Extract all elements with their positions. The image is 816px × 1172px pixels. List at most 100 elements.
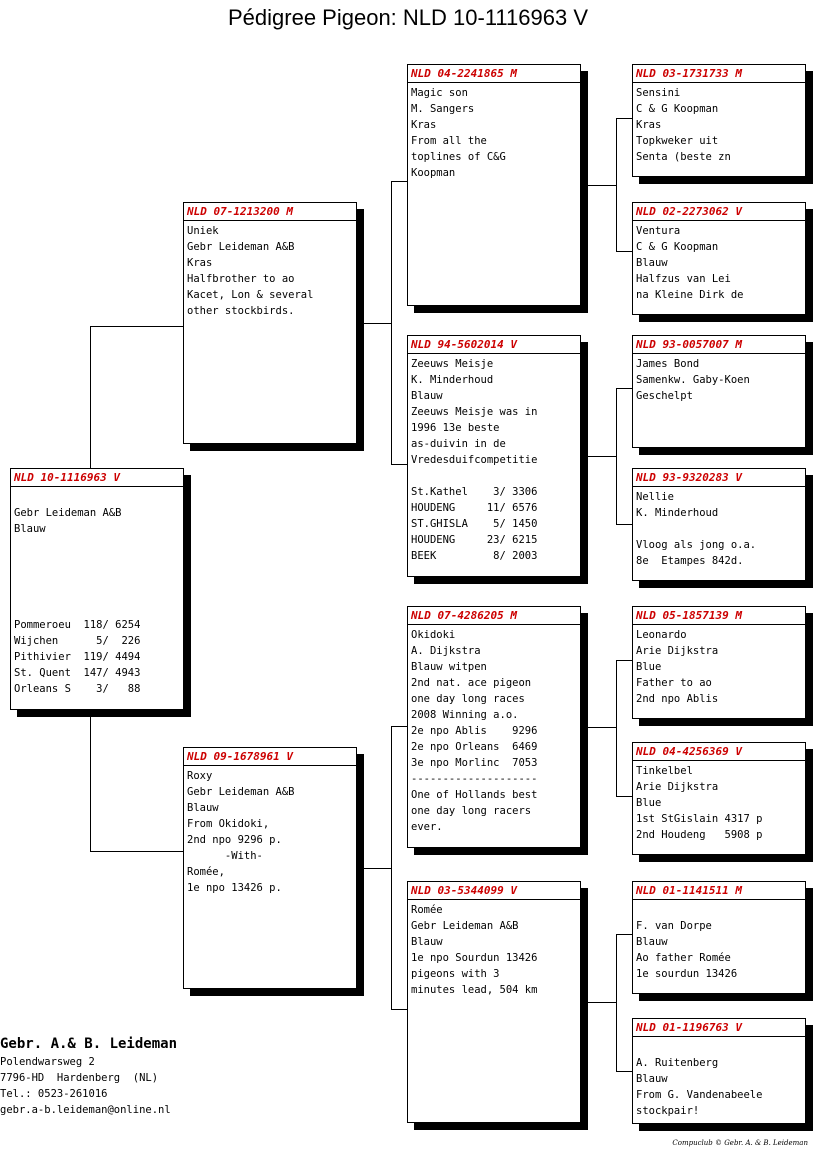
- pigeon-info-line: 2e npo Ablis 9296: [411, 725, 538, 737]
- pigeon-info-line: Blauw witpen: [411, 661, 487, 673]
- connector-line: [363, 323, 391, 324]
- pigeon-info-line: 2nd nat. ace pigeon: [411, 677, 532, 689]
- ring-number: NLD 03-5344099 V: [408, 883, 580, 900]
- connector-line: [616, 388, 632, 389]
- pigeon-info-line: Kras: [411, 119, 437, 131]
- pigeon-info-line: Ao father Romée: [636, 952, 731, 964]
- pigeon-info-line: Leonardo: [636, 629, 687, 641]
- footer-credit: Compuclub © Gebr. A. & B. Leideman: [672, 1139, 808, 1147]
- pigeon-info-line: C & G Koopman: [636, 103, 719, 115]
- pigeon-info-line: [636, 902, 802, 918]
- pigeon-info-line: From all the: [411, 135, 487, 147]
- pigeon-info-line: Gebr Leideman A&B: [14, 507, 122, 519]
- ring-number: NLD 02-2273062 V: [633, 204, 805, 221]
- pigeon-info-line: Magic son: [411, 87, 468, 99]
- connector-line: [391, 181, 392, 464]
- pigeon-info-line: Topkweker uit: [636, 135, 719, 147]
- connector-line: [90, 710, 91, 852]
- pigeon-info-line: Blauw: [411, 390, 443, 402]
- pigeon-info-line: Orleans S 3/ 88: [14, 683, 141, 695]
- pigeon-info-line: [636, 521, 802, 537]
- pigeon-info-line: Blue: [636, 661, 662, 673]
- pigeon-info-line: Zeeuws Meisje was in: [411, 406, 538, 418]
- connector-line: [90, 326, 183, 327]
- connector-line: [391, 464, 407, 465]
- pigeon-info-line: [14, 585, 180, 601]
- pigeon-info-line: 3e npo Morlinc 7053: [411, 757, 538, 769]
- pigeon-info-line: St.Kathel 3/ 3306: [411, 486, 538, 498]
- connector-line: [391, 181, 407, 182]
- pigeon-info-line: Nellie: [636, 491, 674, 503]
- pigeon-info-line: St. Quent 147/ 4943: [14, 667, 141, 679]
- pigeon-info-line: pigeons with 3: [411, 968, 500, 980]
- connector-line: [363, 868, 391, 869]
- ring-number: NLD 01-1196763 V: [633, 1020, 805, 1037]
- ring-number: NLD 10-1116963 V: [11, 470, 183, 487]
- phone-line: Tel.: 0523-261016: [0, 1088, 108, 1100]
- pigeon-info-line: other stockbirds.: [187, 305, 295, 317]
- pigeon-info-line: [14, 537, 180, 553]
- breeder-address: Gebr. A.& B. Leideman Polendwarsweg 2 77…: [0, 1034, 260, 1118]
- pigeon-info-line: HOUDENG 11/ 6576: [411, 502, 538, 514]
- pigeon-info-line: Blauw: [636, 257, 668, 269]
- pigeon-info-line: Halfzus van Lei: [636, 273, 731, 285]
- ring-number: NLD 04-2241865 M: [408, 66, 580, 83]
- pigeon-info-line: From G. Vandenabeele: [636, 1089, 763, 1101]
- pigeon-info-line: 2nd npo Ablis: [636, 693, 719, 705]
- pigeon-info-line: C & G Koopman: [636, 241, 719, 253]
- pigeon-info-line: Arie Dijkstra: [636, 781, 719, 793]
- pigeon-info-line: Blue: [636, 797, 662, 809]
- connector-line: [588, 727, 616, 728]
- pigeon-info-line: Arie Dijkstra: [636, 645, 719, 657]
- pigeon-info-line: Kacet, Lon & several: [187, 289, 314, 301]
- pigeon-info-line: Zeeuws Meisje: [411, 358, 494, 370]
- pigeon-info-line: na Kleine Dirk de: [636, 289, 744, 301]
- connector-line: [616, 660, 632, 661]
- pigeon-info-line: Vredesduifcompetitie: [411, 454, 538, 466]
- pigeon-info-line: BEEK 8/ 2003: [411, 550, 538, 562]
- pigeon-info-line: [636, 1039, 802, 1055]
- pigeon-info-line: Pithivier 119/ 4494: [14, 651, 141, 663]
- ring-number: NLD 93-0057007 M: [633, 337, 805, 354]
- pigeon-info-line: ST.GHISLA 5/ 1450: [411, 518, 538, 530]
- pigeon-info-line: F. van Dorpe: [636, 920, 712, 932]
- pigeon-info-line: HOUDENG 23/ 6215: [411, 534, 538, 546]
- email-link[interactable]: gebr.a-b.leideman@online.nl: [0, 1104, 171, 1116]
- pigeon-info-line: toplines of C&G: [411, 151, 506, 163]
- pigeon-info-line: Blauw: [411, 936, 443, 948]
- connector-line: [616, 1071, 632, 1072]
- connector-line: [391, 1009, 407, 1010]
- pigeon-info-line: 1996 13e beste: [411, 422, 500, 434]
- pigeon-info-line: Romée: [411, 904, 443, 916]
- pigeon-info-line: Ventura: [636, 225, 681, 237]
- pigeon-info-line: Kras: [187, 257, 213, 269]
- connector-line: [616, 660, 617, 796]
- connector-line: [616, 934, 632, 935]
- ring-number: NLD 01-1141511 M: [633, 883, 805, 900]
- pigeon-info-line: Uniek: [187, 225, 219, 237]
- ring-number: NLD 09-1678961 V: [184, 749, 356, 766]
- pigeon-info-line: 1st StGislain 4317 p: [636, 813, 763, 825]
- pigeon-info-line: Roxy: [187, 770, 213, 782]
- pigeon-info-line: Sensini: [636, 87, 681, 99]
- pigeon-info-line: One of Hollands best: [411, 789, 538, 801]
- pigeon-info-line: [411, 468, 577, 484]
- ring-number: NLD 05-1857139 M: [633, 608, 805, 625]
- pigeon-info-line: 8e Etampes 842d.: [636, 555, 744, 567]
- pigeon-info-line: Blauw: [636, 1073, 668, 1085]
